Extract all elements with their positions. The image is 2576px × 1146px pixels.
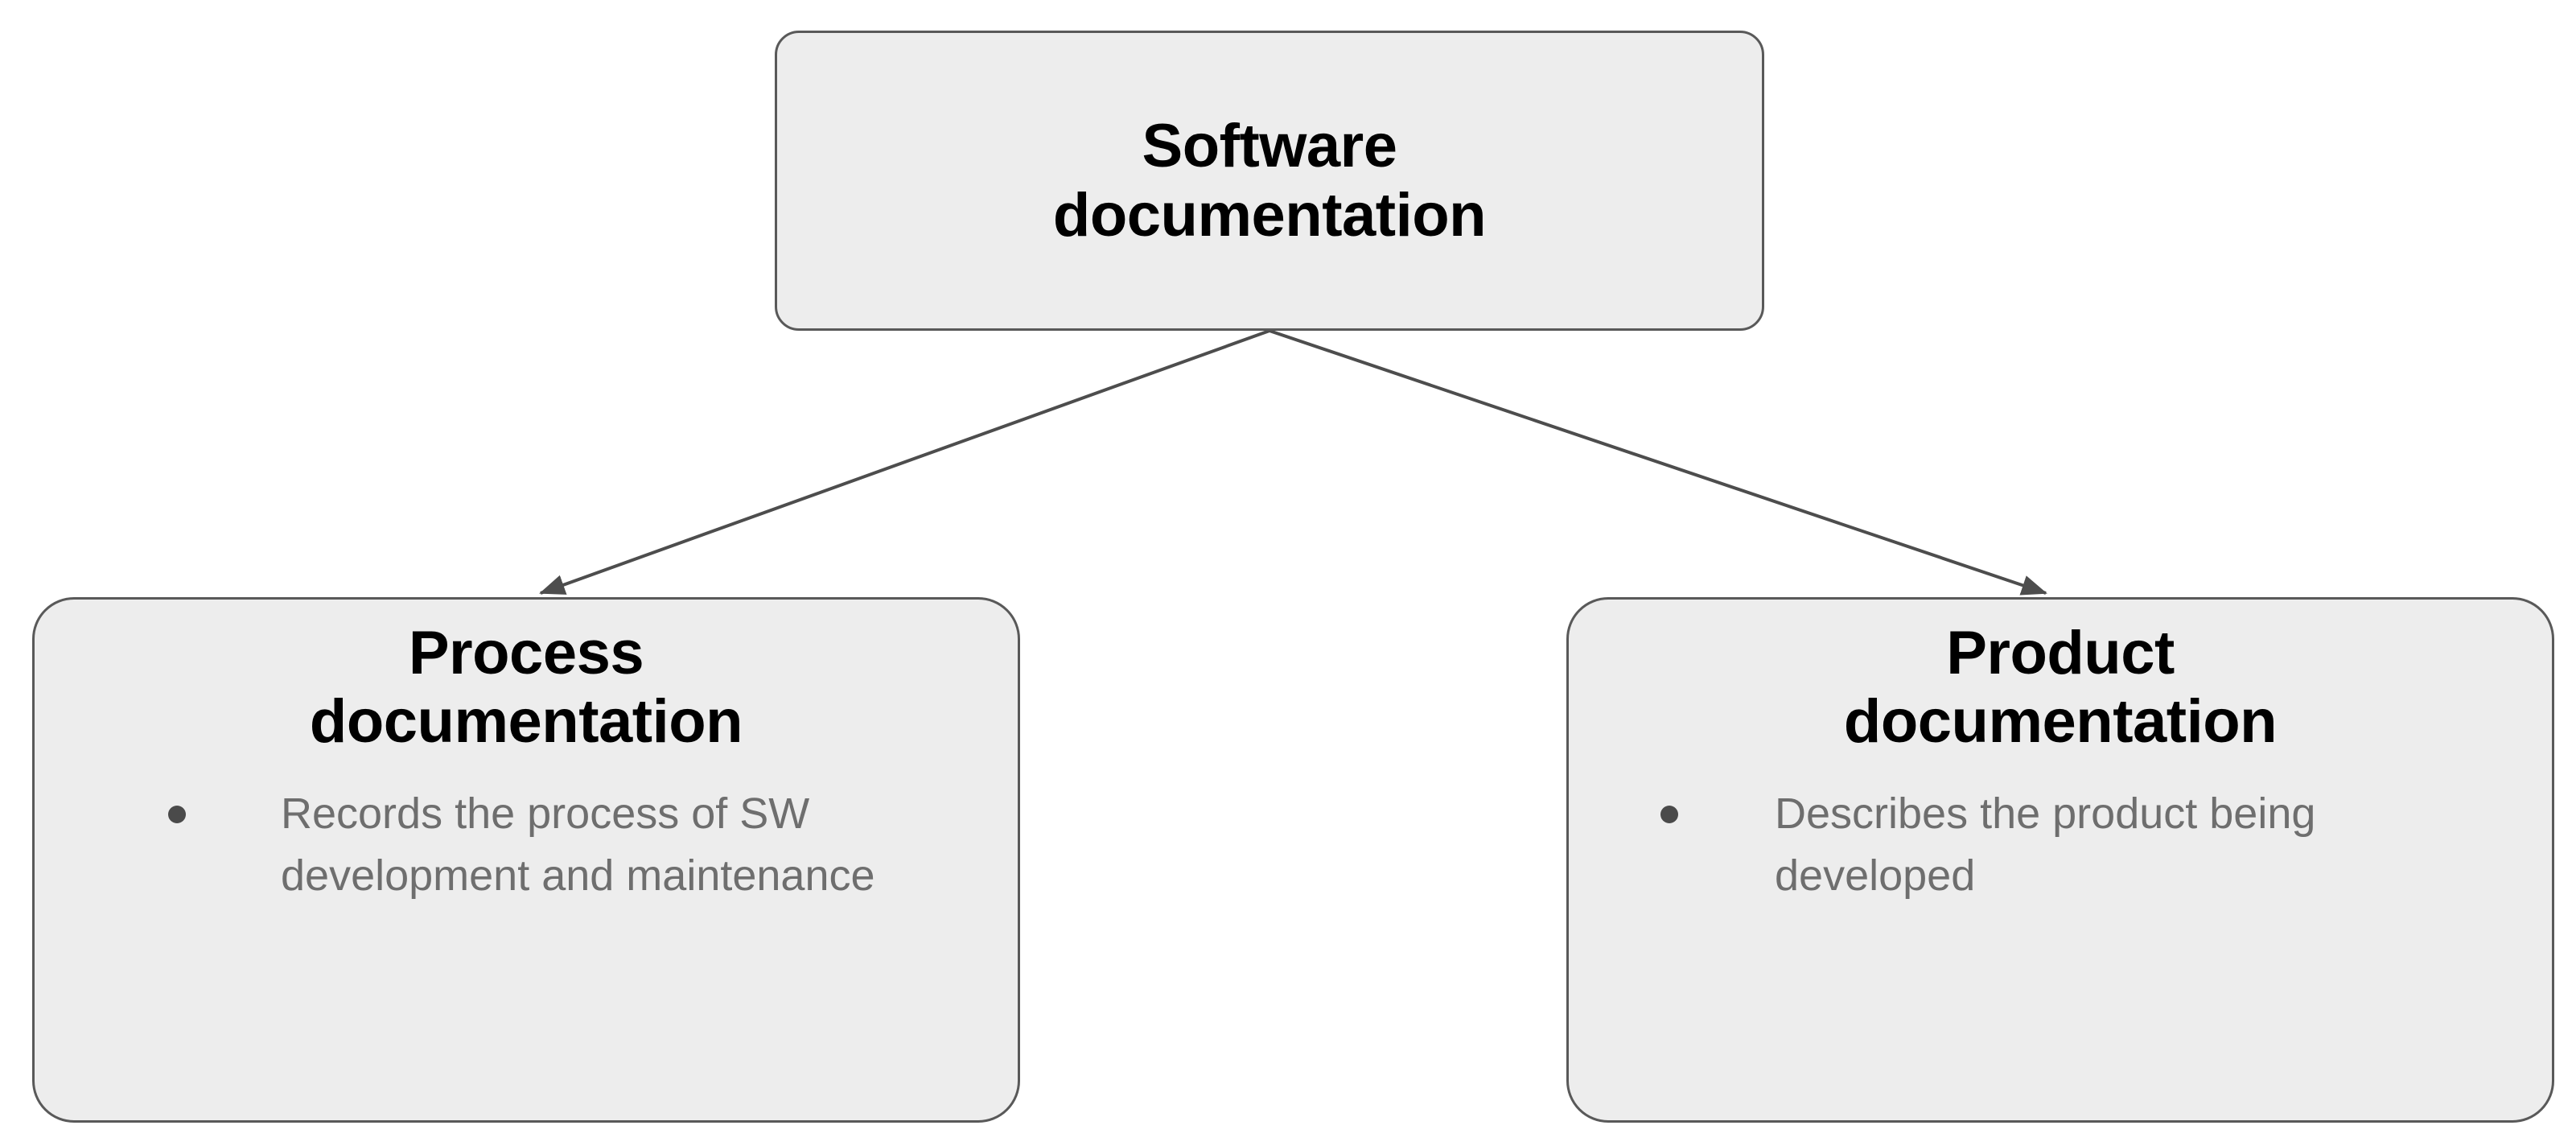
bullet-text: Records the process of SW development an… <box>281 789 875 900</box>
node-product-documentation[interactable]: Product documentation Describes the prod… <box>1566 597 2554 1123</box>
list-item: Records the process of SW development an… <box>62 783 990 906</box>
node-product-title-line1: Product <box>1946 619 2175 687</box>
bullet-dot-icon <box>168 806 186 824</box>
node-software-documentation[interactable]: Software documentation <box>775 31 1764 331</box>
connector-root-to-process <box>539 329 1270 595</box>
bullet-text: Describes the product being developed <box>1775 789 2316 900</box>
node-root-title-line1: Software <box>1142 112 1397 181</box>
bullet-dot-icon <box>1660 806 1678 824</box>
node-process-title-line2: documentation <box>309 687 743 756</box>
node-product-title-line2: documentation <box>1843 687 2278 756</box>
node-process-content: Process documentation Records the proces… <box>35 600 1018 1120</box>
node-product-bullet-list: Describes the product being developed <box>1596 783 2525 906</box>
connector-root-to-product <box>1269 329 2047 596</box>
node-process-bullet-list: Records the process of SW development an… <box>62 783 990 906</box>
node-process-title: Process documentation <box>62 619 990 756</box>
list-item: Describes the product being developed <box>1596 783 2525 906</box>
node-root-title: Software documentation <box>777 112 1762 249</box>
node-product-title: Product documentation <box>1596 619 2525 756</box>
node-product-content: Product documentation Describes the prod… <box>1569 600 2552 1120</box>
node-process-title-line1: Process <box>408 619 644 687</box>
node-root-title-line2: documentation <box>1052 180 1487 249</box>
node-process-documentation[interactable]: Process documentation Records the proces… <box>32 597 1020 1123</box>
